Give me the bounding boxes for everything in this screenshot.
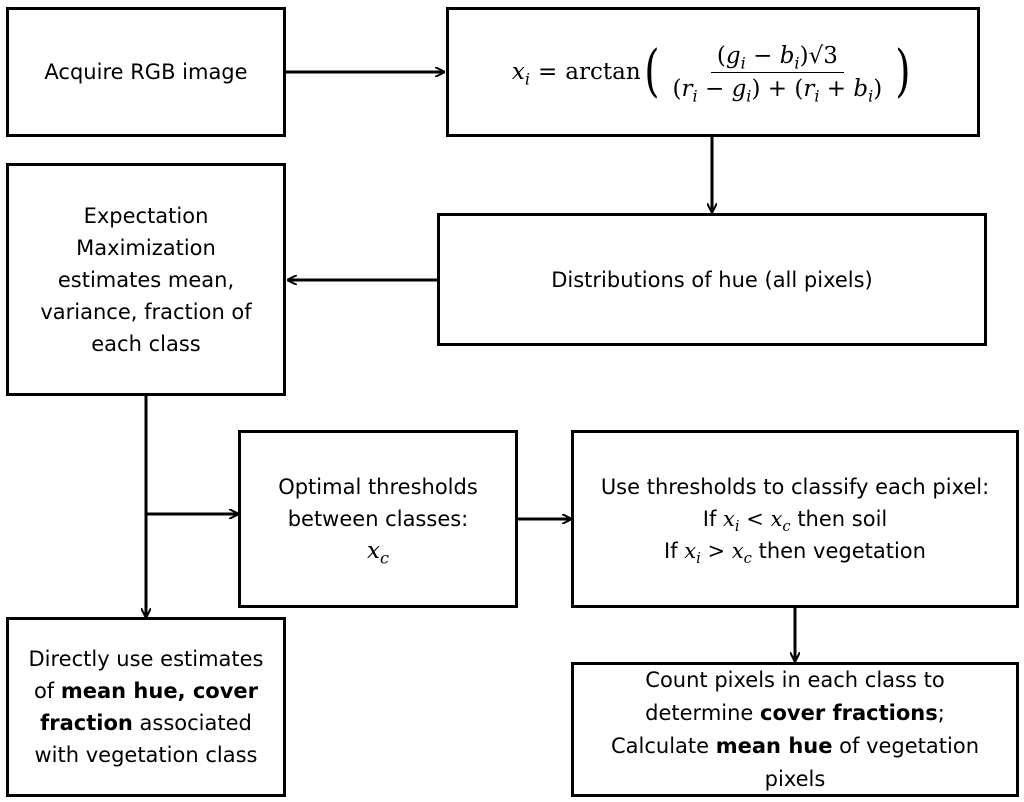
acquire-rgb-box: Acquire RGB image	[6, 7, 286, 137]
hue-formula-box: xi = arctan ( (gi − bi)√3 (ri − gi) + (r…	[446, 7, 980, 137]
formula-right-paren: )	[895, 39, 911, 104]
formula-lhs: xi	[511, 59, 531, 89]
classify-pixels-box: Use thresholds to classify each pixel: I…	[571, 430, 1019, 608]
count-pixels-box: Count pixels in each class to determine …	[571, 662, 1019, 797]
formula-numerator: (gi − bi)√3	[710, 42, 844, 73]
formula-equals: =	[538, 59, 558, 85]
optimal-thresholds-text: Optimal thresholds between classes: xc	[278, 475, 478, 568]
hue-distributions-box: Distributions of hue (all pixels)	[437, 213, 987, 346]
direct-estimates-text: Directly use estimates of mean hue, cove…	[28, 647, 264, 767]
optimal-thresholds-box: Optimal thresholds between classes: xc	[238, 430, 518, 608]
acquire-rgb-label: Acquire RGB image	[44, 60, 248, 84]
expectation-maximization-text: Expectation Maximization estimates mean,…	[40, 203, 252, 356]
formula-left-paren: (	[643, 39, 660, 104]
direct-estimates-box: Directly use estimates of mean hue, cove…	[6, 617, 286, 797]
formula-fraction: (gi − bi)√3 (ri − gi) + (ri + bi)	[667, 42, 889, 106]
formula-denominator: (ri − gi) + (ri + bi)	[672, 75, 883, 106]
hue-formula: xi = arctan ( (gi − bi)√3 (ri − gi) + (r…	[511, 39, 914, 106]
formula-arctan: arctan	[565, 59, 641, 85]
count-pixels-text: Count pixels in each class to determine …	[610, 667, 979, 791]
hue-distributions-label: Distributions of hue (all pixels)	[551, 267, 873, 292]
expectation-maximization-box: Expectation Maximization estimates mean,…	[6, 163, 286, 396]
classify-pixels-text: Use thresholds to classify each pixel: I…	[600, 475, 990, 568]
